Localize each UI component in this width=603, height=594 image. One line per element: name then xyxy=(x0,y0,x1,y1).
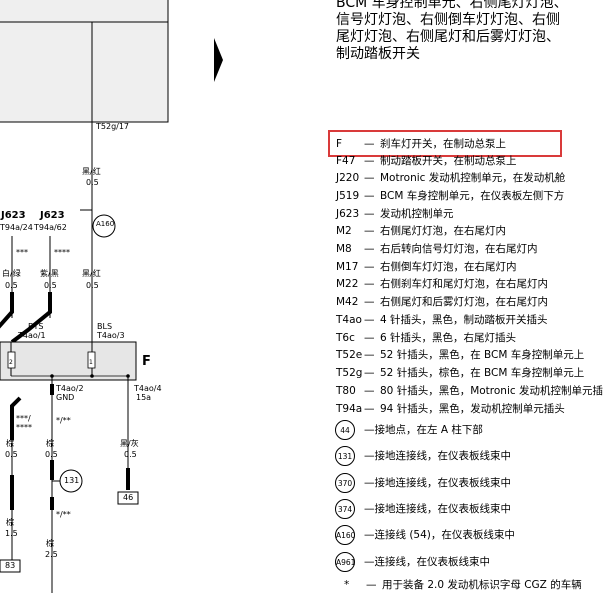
legend-row: T4ao—4 针插头，黑色，制动踏板开关插头 xyxy=(336,314,548,326)
label-size-1-5: 1.5 xyxy=(5,529,18,538)
top-text-4: 制动踏板开关 xyxy=(336,46,420,62)
ground-131 xyxy=(59,469,83,493)
legend-row: M2—右侧尾灯灯泡，在右尾灯内 xyxy=(336,225,506,237)
legend-row: M17—右侧倒车灯灯泡，在右尾灯内 xyxy=(336,261,517,273)
circle-legend-row: 370—接地连接线，在仪表板线束中 xyxy=(335,471,511,495)
label-color-bk-gy: 黑/灰 xyxy=(120,439,139,448)
legend-row: J519—BCM 车身控制单元，在仪表板左侧下方 xyxy=(336,190,565,202)
legend-highlight-box xyxy=(328,130,562,157)
label-gnd: GND xyxy=(56,393,75,402)
circle-id: 370 xyxy=(335,473,355,493)
legend-row: F47—制动踏板开关，在制动总泵上 xyxy=(336,155,517,167)
label-pin-2: 2 xyxy=(9,359,13,366)
label-ground-131: 131 xyxy=(64,476,80,485)
bcm-box xyxy=(0,0,169,123)
circle-legend-row: A160—连接线 (54)，在仪表板线束中 xyxy=(335,523,515,547)
top-text-2: 信号灯灯泡、右侧倒车灯灯泡、右侧 xyxy=(336,12,560,28)
label-pin-1: 1 xyxy=(89,359,93,366)
label-size-f: 0.5 xyxy=(45,450,58,459)
top-text-1: BCM 车身控制单元、右侧尾灯灯泡、 xyxy=(336,0,568,11)
arrow-right-icon xyxy=(214,38,223,82)
label-size-2-5: 2.5 xyxy=(45,550,58,559)
label-star-slash-b: */** xyxy=(56,510,71,519)
label-j623-a-pin: T94a/24 xyxy=(0,223,33,232)
legend-row: M42—右侧尾灯和后雾灯灯泡，在右尾灯内 xyxy=(336,296,548,308)
label-size-e: 0.5 xyxy=(5,450,18,459)
label-stars-3: *** xyxy=(16,248,28,257)
label-stars-mix: ***/ xyxy=(16,414,31,423)
label-size-c: 0.5 xyxy=(44,281,57,290)
label-component-f: F xyxy=(142,354,151,369)
box-46 xyxy=(117,491,139,505)
circle-id: A160 xyxy=(335,525,355,545)
circle-legend-row: 44—接地点，在左 A 柱下部 xyxy=(335,418,483,442)
circle-legend-row: 374—接地连接线，在仪表板线束中 xyxy=(335,497,511,521)
label-size-d: 0.5 xyxy=(86,281,99,290)
circle-legend-row: 131—接地连接线，在仪表板线束中 xyxy=(335,444,511,468)
legend-row: T80—80 针插头，黑色，Motronic 发动机控制单元插头 xyxy=(336,385,603,397)
label-j623-b: J623 xyxy=(40,210,65,221)
label-size-b: 0.5 xyxy=(5,281,18,290)
legend-row: T52e—52 针插头，黑色，在 BCM 车身控制单元上 xyxy=(336,349,585,361)
label-pin4-fuse: 15a xyxy=(136,393,152,402)
legend-row: M22—右侧刹车灯和尾灯灯泡，在右尾灯内 xyxy=(336,278,548,290)
circle-id: A961 xyxy=(335,552,355,572)
label-size-a: 0.5 xyxy=(86,178,99,187)
circle-id: 374 xyxy=(335,499,355,519)
label-conn-top: T52g/17 xyxy=(96,122,130,131)
legend-row: T94a—94 针插头，黑色，发动机控制单元插头 xyxy=(336,403,565,415)
label-color-br-3: 棕 xyxy=(6,518,14,527)
label-size-g: 0.5 xyxy=(124,450,137,459)
label-a160: A160 xyxy=(96,220,115,228)
footnote: *—用于装备 2.0 发动机标识字母 CGZ 的车辆 xyxy=(344,579,582,591)
label-stars-mix2: **** xyxy=(16,423,32,432)
label-j623-a: J623 xyxy=(1,210,26,221)
legend-row: J220—Motronic 发动机控制单元，在发动机舱 xyxy=(336,172,566,184)
label-box-83: 83 xyxy=(5,561,16,570)
circle-legend-row: A961—连接线，在仪表板线束中 xyxy=(335,550,490,574)
label-bls-pin: T4ao/3 xyxy=(97,331,125,340)
label-color-vi-bk: 紫/黑 xyxy=(40,269,59,278)
label-color-wh-gn: 白/绿 xyxy=(2,269,21,278)
label-color-br-2: 棕 xyxy=(46,439,54,448)
switch-f-box xyxy=(0,341,137,381)
legend-row: M8—右后转向信号灯灯泡，在右尾灯内 xyxy=(336,243,538,255)
label-pin4: T4ao/4 xyxy=(134,384,162,393)
label-bls: BLS xyxy=(97,322,113,331)
label-color-br-4: 棕 xyxy=(46,539,54,548)
legend-row: J623—发动机控制单元 xyxy=(336,208,454,220)
label-gnd-pin: T4ao/2 xyxy=(56,384,84,393)
label-bts-pin: T4ao/1 xyxy=(18,331,46,340)
label-j623-b-pin: T94a/62 xyxy=(34,223,67,232)
circle-id: 44 xyxy=(335,420,355,440)
label-color-bk-red-2: 黑/红 xyxy=(82,269,101,278)
top-text-3: 尾灯灯泡、右侧尾灯和后雾灯灯泡、 xyxy=(336,29,560,45)
label-color-br-1: 棕 xyxy=(6,439,14,448)
legend-row: T6c—6 针插头，黑色，右尾灯插头 xyxy=(336,332,517,344)
label-box-46: 46 xyxy=(123,493,134,502)
label-stars-4: **** xyxy=(54,248,70,257)
legend-row: F—刹车灯开关，在制动总泵上 xyxy=(336,138,506,150)
label-color-bk-red-1: 黑/红 xyxy=(82,167,101,176)
circle-id: 131 xyxy=(335,446,355,466)
legend-row: T52g—52 针插头，棕色，在 BCM 车身控制单元上 xyxy=(336,367,585,379)
label-star-slash-a: */** xyxy=(56,416,71,425)
label-bts: BTS xyxy=(28,322,44,331)
box-83 xyxy=(0,559,21,573)
